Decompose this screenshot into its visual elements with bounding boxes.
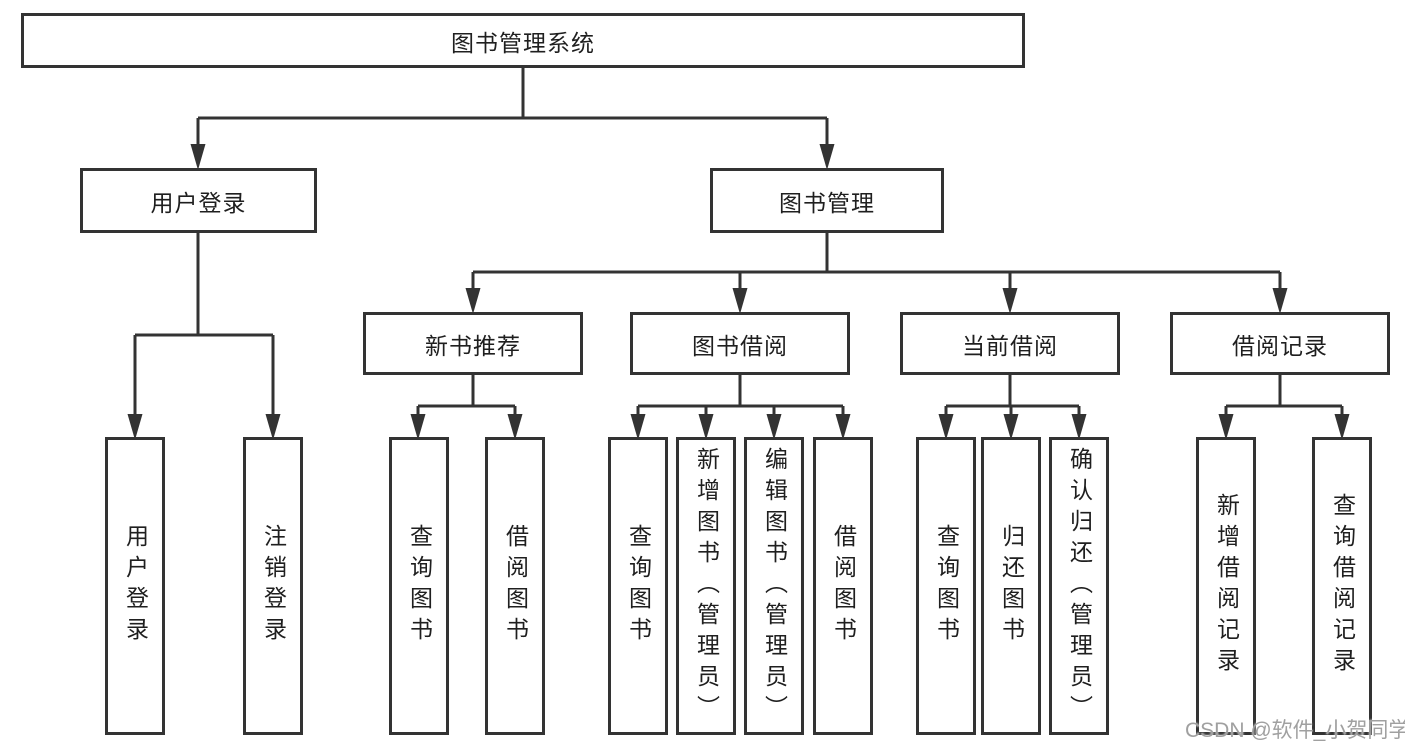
connector-book-management [471, 233, 1282, 294]
node-current-borrowing-label: 当前借阅 [962, 332, 1058, 359]
leaf-cb-confirm-return-admin-label: 确认归还（管理员） [1066, 446, 1093, 726]
leaf-bb-edit-books-admin-label: 编辑图书（管理员） [761, 446, 788, 726]
leaf-cb-query-books-label: 查询图书 [933, 524, 960, 648]
connector-root [196, 68, 829, 150]
leaf-cb-confirm-return-admin: 确认归还（管理员） [1049, 437, 1109, 735]
connector-new-book [416, 375, 517, 420]
node-new-book-recommendation-label: 新书推荐 [425, 332, 521, 359]
node-book-management: 图书管理 [710, 168, 944, 233]
leaf-logout-label: 注销登录 [260, 524, 287, 648]
leaf-bb-borrow-books-label: 借阅图书 [830, 524, 857, 648]
connector-current-borrow [944, 375, 1081, 420]
leaf-br-add-record: 新增借阅记录 [1196, 437, 1256, 735]
node-current-borrowing: 当前借阅 [900, 312, 1120, 375]
leaf-bb-add-books-admin: 新增图书（管理员） [676, 437, 736, 735]
node-book-borrowing: 图书借阅 [630, 312, 850, 375]
leaf-bb-borrow-books: 借阅图书 [813, 437, 873, 735]
leaf-bb-query-books: 查询图书 [608, 437, 668, 735]
node-borrow-records: 借阅记录 [1170, 312, 1390, 375]
watermark: CSDN @软件_小贺同学 [1185, 719, 1405, 742]
node-root: 图书管理系统 [21, 13, 1025, 68]
arrowheads [127, 144, 1350, 440]
leaf-nbr-borrow-books: 借阅图书 [485, 437, 545, 735]
connector-borrow-records [1224, 375, 1344, 420]
node-new-book-recommendation: 新书推荐 [363, 312, 583, 375]
leaf-nbr-borrow-books-label: 借阅图书 [502, 524, 529, 648]
node-user-login: 用户登录 [80, 168, 317, 233]
leaf-br-query-record: 查询借阅记录 [1312, 437, 1372, 735]
leaf-bb-add-books-admin-label: 新增图书（管理员） [693, 446, 720, 726]
leaf-cb-return-books-label: 归还图书 [998, 524, 1025, 648]
connector-book-borrow [636, 375, 845, 420]
node-user-login-label: 用户登录 [150, 189, 247, 216]
leaf-nbr-query-books-label: 查询图书 [406, 524, 433, 648]
leaf-user-login-label: 用户登录 [122, 524, 149, 648]
leaf-nbr-query-books: 查询图书 [389, 437, 449, 735]
leaf-bb-query-books-label: 查询图书 [625, 524, 652, 648]
leaf-user-login: 用户登录 [105, 437, 165, 735]
node-root-label: 图书管理系统 [451, 29, 595, 56]
node-book-management-label: 图书管理 [779, 189, 875, 216]
connector-user-login [133, 233, 275, 420]
leaf-br-add-record-label: 新增借阅记录 [1213, 493, 1240, 679]
leaf-br-query-record-label: 查询借阅记录 [1329, 493, 1356, 679]
leaf-bb-edit-books-admin: 编辑图书（管理员） [744, 437, 804, 735]
leaf-cb-return-books: 归还图书 [981, 437, 1041, 735]
leaf-logout: 注销登录 [243, 437, 303, 735]
leaf-cb-query-books: 查询图书 [916, 437, 976, 735]
node-borrow-records-label: 借阅记录 [1232, 332, 1328, 359]
node-book-borrowing-label: 图书借阅 [692, 332, 788, 359]
